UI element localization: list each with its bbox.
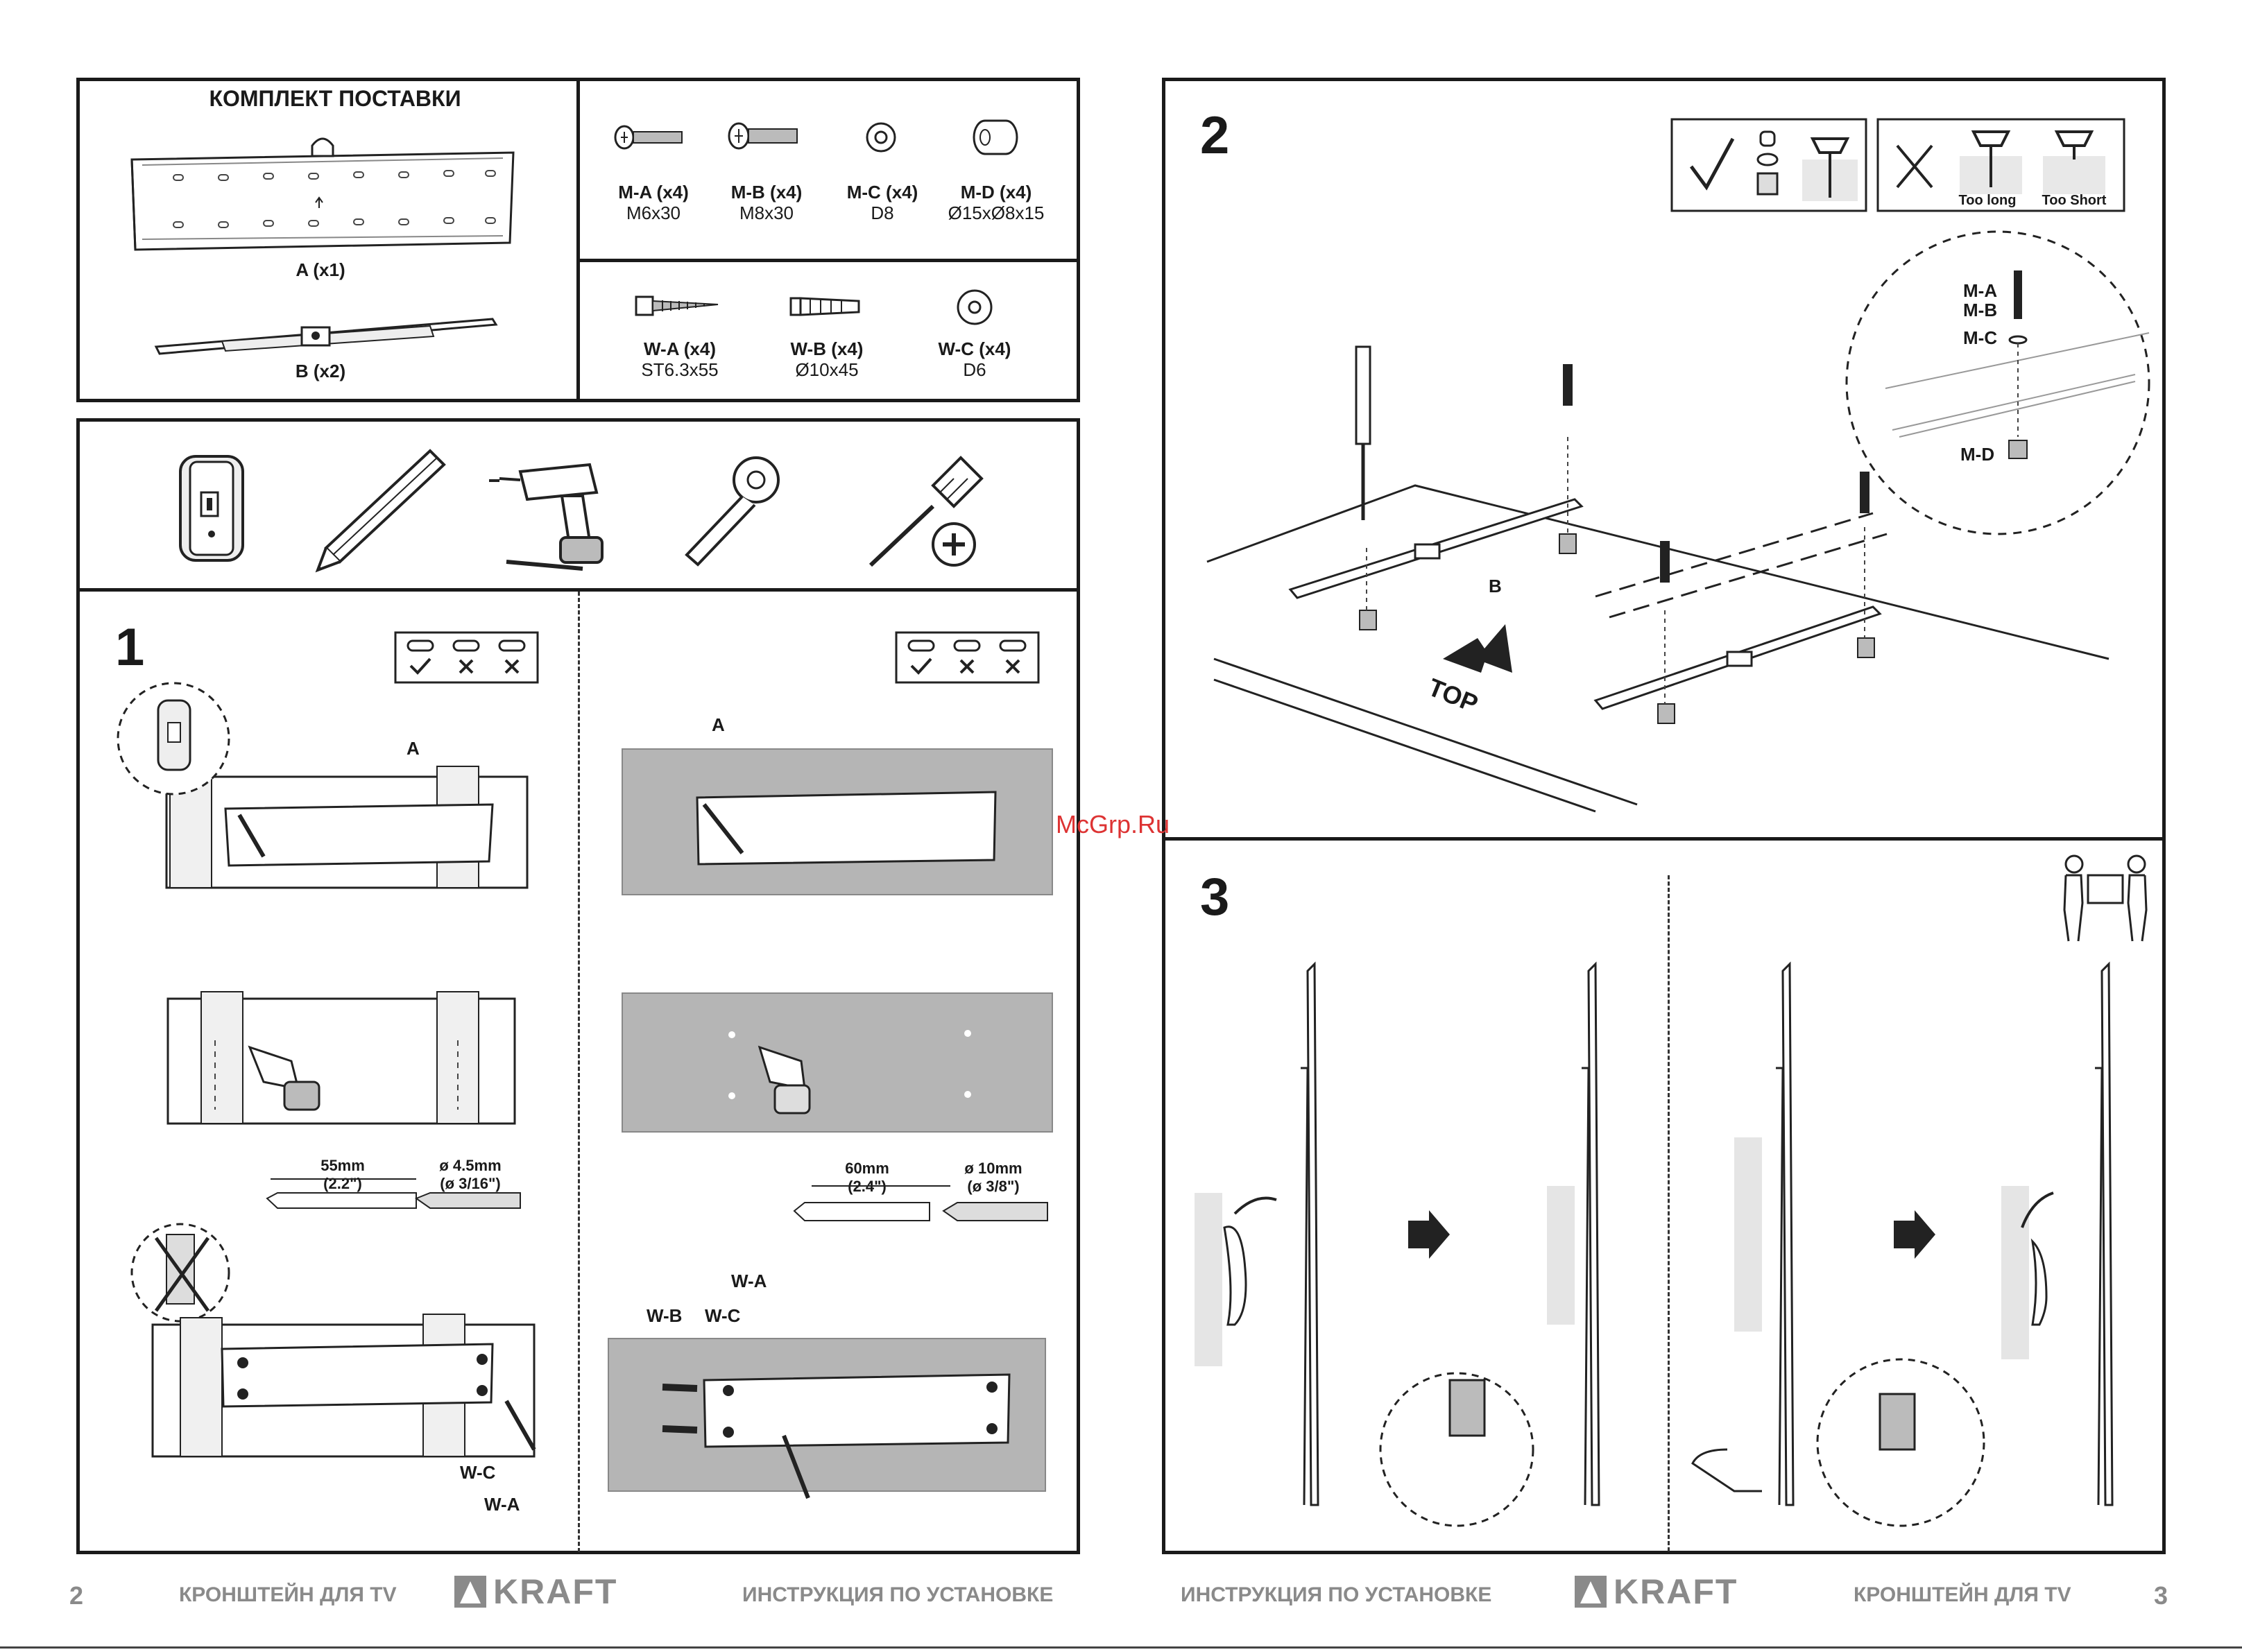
page-number-right: 3 [2154, 1581, 2168, 1610]
step1-left-label-a: A [407, 738, 420, 759]
screw-length-correct-box [1670, 118, 1867, 212]
page-number-left: 2 [69, 1581, 84, 1610]
stud-wall-drill-scene [166, 991, 516, 1125]
part-wc-name: W-C (x4) [938, 338, 1011, 359]
step3-panel [1162, 837, 2166, 1554]
screwdriver-icon [868, 456, 984, 567]
arm-b-illustration [154, 318, 498, 355]
brand-name-right: KRAFT [1614, 1572, 1738, 1611]
callout-mb: M-B [1963, 300, 1998, 320]
callout-md: M-D [1960, 444, 1995, 465]
screw-length-wrong-box [1876, 118, 2125, 212]
step2-callout-circle [1845, 230, 2150, 535]
step1-right-label-wa: W-A [731, 1271, 767, 1291]
step1-right-label-wc: W-C [705, 1305, 741, 1326]
step1-left-drillbit-icon [266, 1178, 521, 1209]
callout-mc: M-C [1963, 327, 1998, 348]
part-mb-size: M8x30 [739, 203, 794, 223]
tools-divider [76, 588, 1080, 592]
arm-b-label: B (x2) [295, 361, 346, 381]
bottom-rule [0, 1646, 2242, 1649]
part-ma-size: M6x30 [626, 203, 681, 223]
step1-number: 1 [115, 618, 145, 677]
stud-finder-icon [179, 455, 244, 562]
step1-left-distance-in: (2.2") [323, 1175, 362, 1192]
step1-right-diameter-in: (ø 3/8") [967, 1178, 1020, 1195]
part-wc-size: D6 [963, 359, 986, 380]
too-long-label: Too long [1958, 193, 2017, 208]
concrete-wall-mark-scene [622, 748, 1053, 895]
footer-right-brand: KRAFT [1575, 1572, 1738, 1612]
step1-right-distance: 60mm [845, 1160, 889, 1177]
bracket-a-illustration [130, 137, 515, 251]
kraft-logo-icon [1575, 1576, 1607, 1608]
screw-ma-icon [614, 125, 683, 150]
step3-hang-right-scene [1691, 961, 2114, 1527]
brand-name-left: KRAFT [493, 1572, 618, 1611]
slot-hint-left [394, 631, 539, 684]
part-mc-name: M-C (x4) [846, 182, 918, 203]
screw-wa-icon [635, 295, 719, 316]
step1-left-label-wa: W-A [484, 1494, 520, 1515]
footer-left-brand: KRAFT [454, 1572, 617, 1612]
step1-right-diameter: ø 10mm [964, 1160, 1022, 1177]
pencil-icon [315, 449, 446, 573]
two-person-lift-icon [2063, 854, 2148, 942]
callout-ma: M-A [1963, 280, 1998, 301]
tv-back-arms-scene [1206, 345, 2110, 813]
spacer-md-icon [973, 119, 1018, 155]
step1-right-label-a: A [712, 714, 725, 735]
step3-number: 3 [1200, 868, 1230, 927]
part-wb-name: W-B (x4) [790, 338, 864, 359]
socket-wrench-icon [685, 456, 780, 567]
washer-mc-icon [866, 122, 896, 153]
part-wb-size: Ø10x45 [795, 359, 859, 380]
too-short-label: Too Short [2042, 193, 2107, 208]
footer-right-instr: ИНСТРУКЦИЯ ПО УСТАНОВКЕ [1181, 1583, 1492, 1606]
step1-left-distance: 55mm [320, 1157, 365, 1174]
part-mc-size: D8 [871, 203, 894, 223]
part-mb-name: M-B (x4) [730, 182, 803, 203]
step1-left-diameter-in: (ø 3/16") [440, 1175, 501, 1192]
part-wa-name: W-A (x4) [644, 338, 716, 359]
part-md-name: M-D (x4) [960, 182, 1032, 203]
concrete-wall-mount-scene [608, 1338, 1046, 1499]
anchor-wb-icon [789, 297, 860, 316]
footer-left-title: КРОНШТЕЙН ДЛЯ TV [179, 1583, 397, 1606]
screw-mb-icon [728, 122, 798, 150]
washer-wc-icon [957, 289, 993, 325]
part-ma-name: M-A (x4) [618, 182, 689, 203]
step3-hang-left-scene [1195, 961, 1600, 1527]
footer-left-instr: ИНСТРУКЦИЯ ПО УСТАНОВКЕ [742, 1583, 1054, 1606]
step2-label-b: B [1489, 576, 1502, 596]
step1-right-drillbit-icon [793, 1185, 1048, 1221]
step2-number: 2 [1200, 106, 1230, 165]
kraft-logo-icon [454, 1576, 486, 1608]
slot-hint-right [895, 631, 1040, 684]
bracket-a-label: A (x1) [296, 259, 345, 280]
concrete-wall-drill-scene [622, 992, 1053, 1133]
stud-wall-mark-scene [117, 682, 529, 889]
kit-divider-vertical [576, 78, 580, 402]
step3-divider [1668, 875, 1670, 1551]
drill-icon [489, 463, 604, 571]
step1-left-diameter: ø 4.5mm [439, 1157, 502, 1174]
step1-right-label-wb: W-B [647, 1305, 683, 1326]
step1-divider [578, 592, 580, 1552]
watermark: McGrp.Ru [1056, 810, 1170, 838]
kit-divider-horizontal [576, 259, 1080, 262]
footer-right-title: КРОНШТЕЙН ДЛЯ TV [1854, 1583, 2071, 1606]
part-md-size: Ø15xØ8x15 [948, 203, 1045, 223]
step1-left-label-wc: W-C [460, 1462, 496, 1483]
part-wa-size: ST6.3x55 [641, 359, 719, 380]
kit-title: КОМПЛЕКТ ПОСТАВКИ [209, 86, 461, 111]
stud-wall-mount-scene [130, 1223, 536, 1458]
